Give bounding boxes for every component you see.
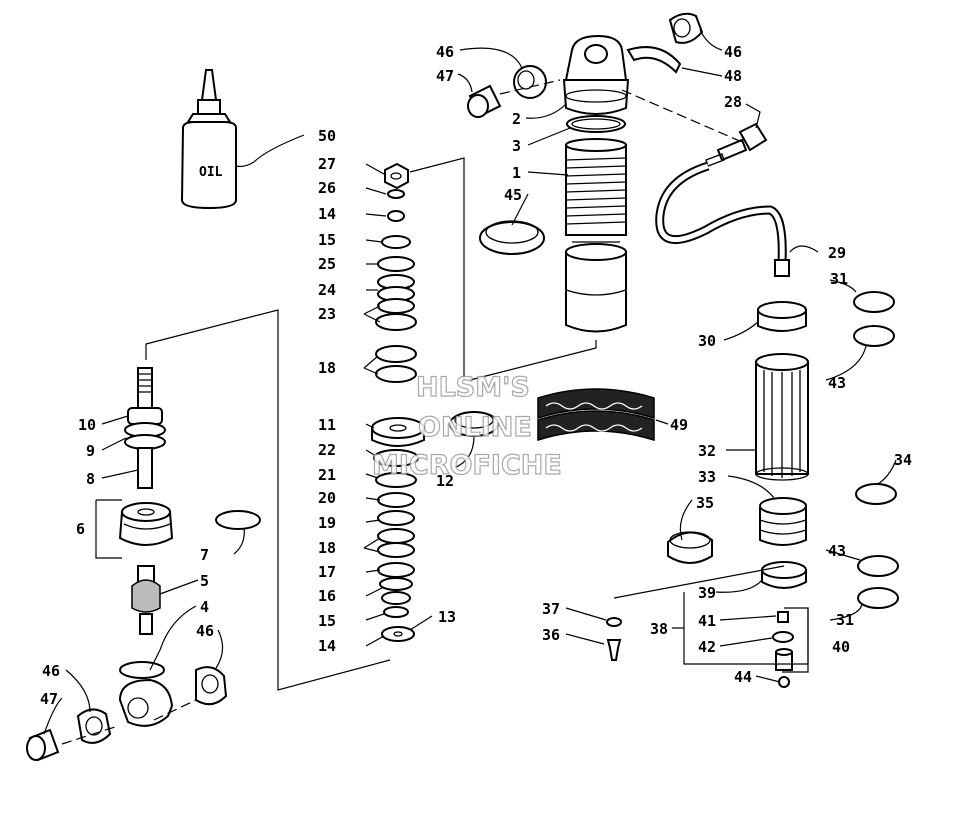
callout-5: 5 (200, 572, 209, 590)
callout-46: 46 (436, 43, 454, 61)
callout-45: 45 (504, 186, 522, 204)
callout-31: 31 (836, 611, 854, 629)
callout-20: 20 (318, 489, 336, 507)
collar-ring (479, 220, 545, 255)
callout-37: 37 (542, 600, 560, 618)
callout-28: 28 (724, 93, 742, 111)
valve-stack (371, 162, 425, 642)
oil-bottle-label: OIL (199, 165, 223, 180)
callout-44: 44 (734, 668, 752, 686)
callout-49: 49 (670, 416, 688, 434)
watermark-line-1: HLSM'S (416, 372, 530, 403)
callout-33: 33 (698, 468, 716, 486)
top-bushings (467, 12, 704, 118)
callout-29: 29 (828, 244, 846, 262)
callout-23: 23 (318, 305, 336, 323)
callout-35: 35 (696, 494, 714, 512)
callout-4: 4 (200, 598, 209, 616)
callout-34: 34 (894, 451, 912, 469)
callout-46: 46 (196, 622, 214, 640)
callout-22: 22 (318, 441, 336, 459)
grouping-lines (61, 79, 809, 745)
callout-26: 26 (318, 179, 336, 197)
callout-25: 25 (318, 255, 336, 273)
callout-7: 7 (200, 546, 209, 564)
callout-8: 8 (86, 470, 95, 488)
callout-43: 43 (828, 374, 846, 392)
watermark-line-3: MICROFICHE (372, 450, 562, 481)
callout-31: 31 (830, 270, 848, 288)
callout-30: 30 (698, 332, 716, 350)
leader-lines (43, 29, 897, 735)
callout-46: 46 (724, 43, 742, 61)
callout-14: 14 (318, 637, 336, 655)
callout-40: 40 (832, 638, 850, 656)
callout-15: 15 (318, 231, 336, 249)
shock-body-assembly (562, 34, 630, 333)
callout-11: 11 (318, 416, 336, 434)
callout-1: 1 (512, 164, 521, 182)
watermark-line-2: ONLINE (418, 412, 532, 443)
callout-18: 18 (318, 539, 336, 557)
callout-16: 16 (318, 587, 336, 605)
callout-10: 10 (78, 416, 96, 434)
callout-9: 9 (86, 442, 95, 460)
callout-2: 2 (512, 110, 521, 128)
callout-43: 43 (828, 542, 846, 560)
callout-38: 38 (650, 620, 668, 638)
shaft-assembly (26, 367, 261, 762)
hose-assembly (655, 122, 790, 277)
callout-18: 18 (318, 359, 336, 377)
callout-27: 27 (318, 155, 336, 173)
callout-48: 48 (724, 67, 742, 85)
callout-6: 6 (76, 520, 85, 538)
oil-bottle: OIL (180, 69, 237, 210)
callout-36: 36 (542, 626, 560, 644)
callout-41: 41 (698, 612, 716, 630)
callout-42: 42 (698, 638, 716, 656)
callout-12: 12 (436, 472, 454, 490)
decal-band (537, 388, 655, 442)
callout-50: 50 (318, 127, 336, 145)
watermark: HLSM'S ONLINE MICROFICHE (371, 371, 562, 481)
callout-46: 46 (42, 662, 60, 680)
callout-17: 17 (318, 563, 336, 581)
callout-47: 47 (40, 690, 58, 708)
callout-14: 14 (318, 205, 336, 223)
callout-19: 19 (318, 514, 336, 532)
callout-15: 15 (318, 612, 336, 630)
o-rings-right (667, 291, 899, 609)
callout-24: 24 (318, 281, 336, 299)
callout-13: 13 (438, 608, 456, 626)
callout-3: 3 (512, 137, 521, 155)
callout-39: 39 (698, 584, 716, 602)
callout-labels: 46 47 2 3 1 45 46 48 28 29 31 30 43 32 3… (40, 43, 912, 708)
callout-21: 21 (318, 466, 336, 484)
callout-32: 32 (698, 442, 716, 460)
callout-47: 47 (436, 67, 454, 85)
reservoir-stack (606, 301, 809, 688)
